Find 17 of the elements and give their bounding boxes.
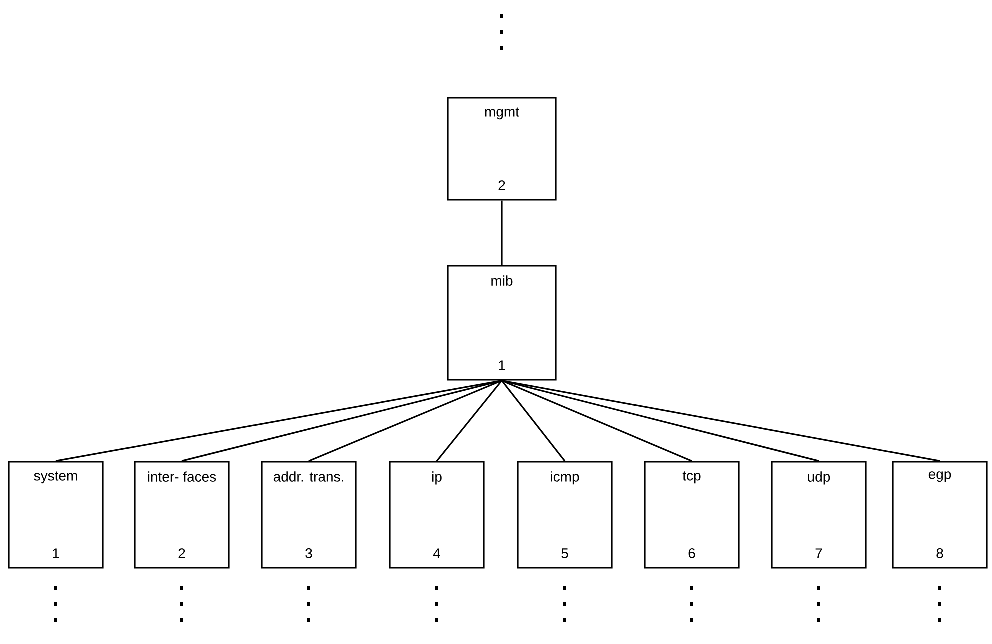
tree-node-box: system 1	[8, 461, 104, 569]
tree-node-box: udp 7	[771, 461, 867, 569]
tree-node-box: tcp 6	[644, 461, 740, 569]
tree-node-box: inter- faces 2	[134, 461, 230, 569]
tree-node-box: addr. trans. 3	[261, 461, 357, 569]
connector-line	[501, 200, 503, 266]
connector-line	[501, 380, 566, 462]
tree-node-box: egp 8	[892, 461, 988, 569]
tree-node-box: ip 4	[389, 461, 485, 569]
tree-node-box: icmp 5	[517, 461, 613, 569]
connector-line	[502, 380, 940, 462]
connector-line	[502, 380, 692, 462]
connector-line	[308, 380, 502, 462]
connector-line	[436, 380, 503, 462]
tree-node-box: mgmt 2	[447, 97, 557, 201]
tree-node-box: mib 1	[447, 265, 557, 381]
connector-line	[56, 380, 502, 462]
